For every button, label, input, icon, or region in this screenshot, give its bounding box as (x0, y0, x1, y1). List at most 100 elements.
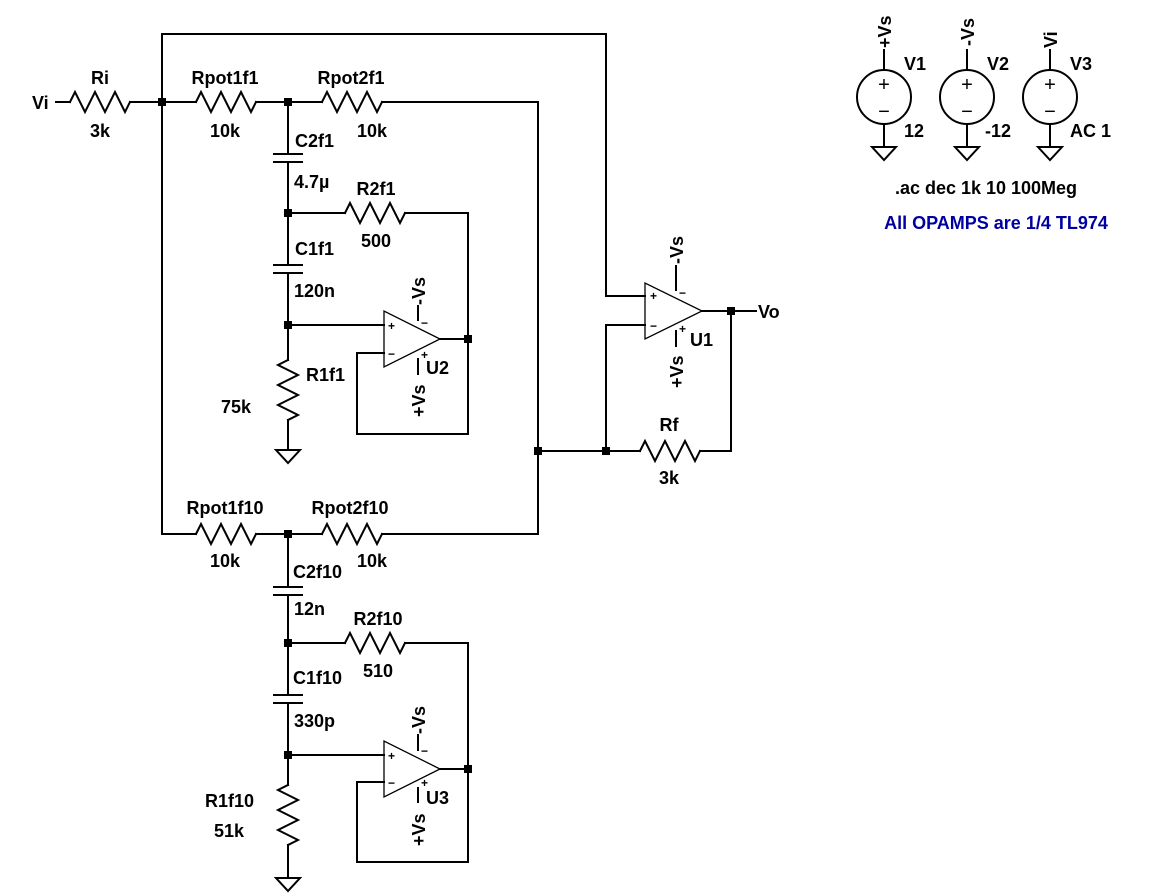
junction-dot (602, 447, 610, 455)
v2-minus-sign: − (961, 101, 973, 123)
u2-name: U2 (426, 358, 449, 378)
u2-pos-supply-label: +Vs (409, 384, 429, 417)
ri-name: Ri (91, 68, 109, 88)
junction-dot (284, 751, 292, 759)
v3-minus-sign: − (1044, 101, 1056, 123)
v3-name: V3 (1070, 54, 1092, 74)
capacitor-c1f10: C1f10 330p (273, 668, 342, 731)
resistor-rpot2f1: Rpot2f1 10k (318, 68, 388, 141)
rpot2f1-name: Rpot2f1 (318, 68, 385, 88)
rpot1f1-name: Rpot1f1 (192, 68, 259, 88)
ri-value: 3k (90, 121, 111, 141)
u1-neg-supply-label: -Vs (667, 236, 687, 264)
v2-name: V2 (987, 54, 1009, 74)
rpot1f1-value: 10k (210, 121, 241, 141)
rpot2f1-value: 10k (357, 121, 388, 141)
opamp-u3: + − − + U3 (383, 739, 449, 808)
resistor-rpot2f10: Rpot2f10 10k (311, 498, 388, 571)
opamp-u1: + − − + U1 (644, 281, 713, 350)
r1f1-value: 75k (221, 397, 252, 417)
junction-dot (464, 765, 472, 773)
resistor-r2f1: R2f1 500 (343, 179, 407, 251)
r1f10-value: 51k (214, 821, 245, 841)
resistor-ri: Ri 3k (68, 68, 132, 141)
c2f1-name: C2f1 (295, 131, 334, 151)
v1-net-label: +Vs (875, 15, 895, 48)
u1-pos-supply-sign: + (679, 322, 686, 336)
rpot2f10-name: Rpot2f10 (311, 498, 388, 518)
v1-plus-sign: + (878, 74, 890, 96)
r2f10-name: R2f10 (353, 609, 402, 629)
resistor-rpot1f10: Rpot1f10 10k (186, 498, 263, 571)
u3-plus-sign: + (388, 749, 395, 763)
opamp-comment: All OPAMPS are 1/4 TL974 (884, 213, 1108, 233)
junction-dot (727, 307, 735, 315)
v2-plus-sign: + (961, 74, 973, 96)
u2-minus-sign: − (388, 347, 395, 361)
source-v1: + − +Vs V1 12 (856, 15, 926, 148)
rf-value: 3k (659, 468, 680, 488)
junction-dot (284, 321, 292, 329)
v3-plus-sign: + (1044, 74, 1056, 96)
u1-minus-sign: − (650, 319, 657, 333)
ground-icon (869, 146, 899, 162)
u3-neg-supply-label: -Vs (409, 706, 429, 734)
capacitor-c2f10: C2f10 12n (273, 562, 342, 619)
source-v3: + − Vi V3 AC 1 (1022, 31, 1111, 148)
v2-net-label: -Vs (958, 18, 978, 46)
junction-dot (284, 209, 292, 217)
u3-name: U3 (426, 788, 449, 808)
r2f1-name: R2f1 (356, 179, 395, 199)
v3-value: AC 1 (1070, 121, 1111, 141)
junction-dot (284, 530, 292, 538)
ground-icon (1035, 146, 1065, 162)
resistor-r1f1: R1f1 75k (221, 358, 345, 422)
ground-icon (952, 146, 982, 162)
u3-pos-supply-label: +Vs (409, 813, 429, 846)
resistor-r2f10: R2f10 510 (343, 609, 407, 681)
r1f10-name: R1f10 (205, 791, 254, 811)
u1-plus-sign: + (650, 289, 657, 303)
u2-neg-supply-label: -Vs (409, 277, 429, 305)
r2f1-value: 500 (361, 231, 391, 251)
c1f1-name: C1f1 (295, 239, 334, 259)
rpot1f10-name: Rpot1f10 (186, 498, 263, 518)
ground-icon (273, 877, 303, 893)
wires (55, 33, 757, 879)
source-v2: + − -Vs V2 -12 (939, 18, 1011, 148)
c1f1-value: 120n (294, 281, 335, 301)
v1-minus-sign: − (878, 101, 890, 123)
capacitor-c1f1: C1f1 120n (273, 239, 335, 301)
v1-value: 12 (904, 121, 924, 141)
junction-dot (158, 98, 166, 106)
v1-name: V1 (904, 54, 926, 74)
u1-neg-supply-sign: − (679, 286, 686, 300)
junction-dot (284, 639, 292, 647)
supply-flags: -Vs +Vs -Vs +Vs -Vs +Vs (409, 236, 687, 846)
u3-pos-supply-sign: + (421, 776, 428, 790)
analysis-directive: .ac dec 1k 10 100Meg (895, 178, 1077, 198)
ground-icon (273, 449, 303, 465)
junctions (158, 98, 735, 773)
v3-net-label: Vi (1041, 31, 1061, 48)
c1f10-name: C1f10 (293, 668, 342, 688)
c1f10-value: 330p (294, 711, 335, 731)
u3-neg-supply-sign: − (421, 744, 428, 758)
opamp-u2: + − − + U2 (383, 309, 449, 378)
v2-value: -12 (985, 121, 1011, 141)
junction-dot (464, 335, 472, 343)
output-net-label: Vo (758, 302, 780, 322)
junction-dot (534, 447, 542, 455)
rf-name: Rf (660, 415, 680, 435)
r1f1-name: R1f1 (306, 365, 345, 385)
u2-neg-supply-sign: − (421, 316, 428, 330)
junction-dot (284, 98, 292, 106)
resistor-rf: Rf 3k (638, 415, 702, 488)
r2f10-value: 510 (363, 661, 393, 681)
rpot2f10-value: 10k (357, 551, 388, 571)
capacitor-c2f1: C2f1 4.7µ (273, 131, 334, 192)
u1-pos-supply-label: +Vs (667, 355, 687, 388)
c2f10-value: 12n (294, 599, 325, 619)
u2-plus-sign: + (388, 319, 395, 333)
